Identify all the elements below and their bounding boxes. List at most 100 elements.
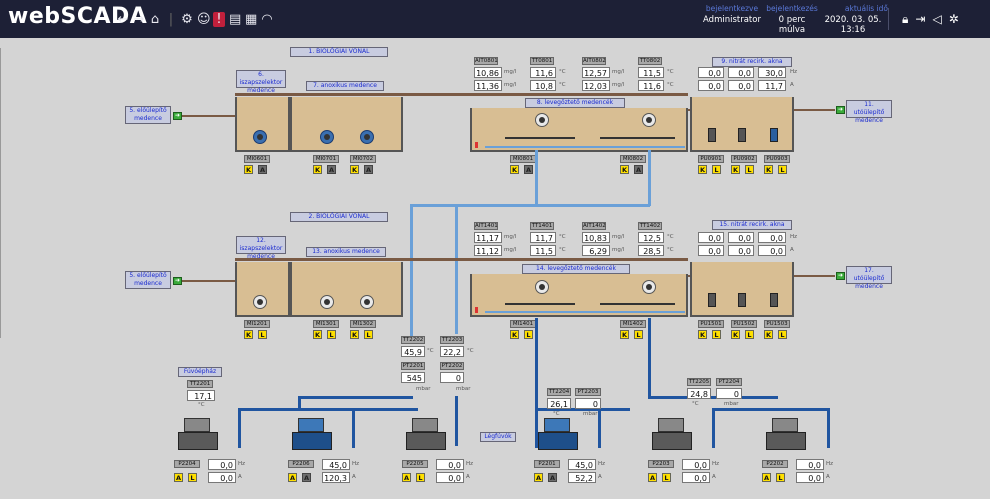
a-mode-button[interactable]: A — [548, 473, 557, 482]
tt0802-tag: TT0802 — [638, 57, 662, 65]
trend-icon[interactable]: ▤ — [229, 12, 242, 27]
l-button[interactable]: L — [745, 165, 754, 174]
a-button[interactable]: A — [762, 473, 771, 482]
inlet-pipe-2 — [182, 280, 235, 282]
l-button[interactable]: L — [327, 330, 336, 339]
nitrat9-a-3: 11,7 — [758, 80, 786, 91]
tt2203-value: 22,2 — [440, 346, 464, 357]
a-mode-button[interactable]: A — [302, 473, 311, 482]
mixer-icon[interactable] — [360, 130, 374, 144]
users-icon[interactable]: ☺ — [197, 12, 211, 27]
l-button[interactable]: L — [778, 165, 787, 174]
l-button[interactable]: L — [712, 165, 721, 174]
k-button[interactable]: K — [313, 330, 322, 339]
l-button[interactable]: L — [778, 330, 787, 339]
a-button[interactable]: A — [174, 473, 183, 482]
ait1401-value: 11,17 — [474, 232, 502, 243]
mixer-icon[interactable] — [320, 130, 334, 144]
k-button[interactable]: K — [510, 330, 519, 339]
blower-icon[interactable] — [766, 418, 806, 450]
mixer-icon[interactable] — [535, 113, 549, 127]
k-button[interactable]: K — [764, 330, 773, 339]
home-icon[interactable]: ⌂ — [150, 12, 160, 27]
network-icon[interactable]: ⚙ — [181, 12, 193, 27]
mixer-icon[interactable] — [320, 295, 334, 309]
wifi-icon[interactable]: ◠ — [261, 12, 273, 27]
a-button[interactable]: A — [364, 165, 373, 174]
pump-icon[interactable] — [738, 293, 746, 307]
k-button[interactable]: K — [244, 330, 253, 339]
pump-icon[interactable] — [738, 128, 746, 142]
ait0801-value: 10,86 — [474, 67, 502, 78]
l-button[interactable]: L — [416, 473, 425, 482]
a-button[interactable]: A — [524, 165, 533, 174]
sound-icon[interactable]: ◁ — [932, 12, 942, 26]
a-button[interactable]: A — [648, 473, 657, 482]
a-button[interactable]: A — [258, 165, 267, 174]
k-button[interactable]: K — [244, 165, 253, 174]
nitrat9-a-2: 0,0 — [728, 80, 754, 91]
nitrat15-a-1: 0,0 — [698, 245, 724, 256]
k-button[interactable]: K — [764, 165, 773, 174]
l-button[interactable]: L — [188, 473, 197, 482]
l-button[interactable]: L — [524, 330, 533, 339]
a-button[interactable]: A — [327, 165, 336, 174]
pump-icon[interactable] — [708, 128, 716, 142]
forward-icon[interactable]: → — [133, 12, 145, 27]
a-button[interactable]: A — [288, 473, 297, 482]
lock-icon[interactable]: 🔒︎ — [902, 12, 909, 26]
k-button[interactable]: K — [350, 330, 359, 339]
settings-icon[interactable]: ✲ — [948, 12, 959, 26]
pump-icon[interactable] — [770, 293, 778, 307]
tt1402-value2: 28,5 — [638, 245, 664, 256]
k-button[interactable]: K — [698, 165, 707, 174]
blower-icon[interactable] — [652, 418, 692, 450]
a-button[interactable]: A — [534, 473, 543, 482]
back-icon[interactable]: ← — [117, 12, 129, 27]
blower-pipe — [238, 408, 241, 448]
tank-anox7 — [290, 97, 403, 152]
report-icon[interactable]: ▦ — [245, 12, 258, 27]
mixer-icon[interactable] — [253, 130, 267, 144]
k-button[interactable]: K — [731, 330, 740, 339]
mixer-icon[interactable] — [535, 280, 549, 294]
nitrat9-hz-1: 0,0 — [698, 67, 724, 78]
l-button[interactable]: L — [745, 330, 754, 339]
pump-icon[interactable] — [770, 128, 778, 142]
a-button[interactable]: A — [402, 473, 411, 482]
l-button[interactable]: L — [258, 330, 267, 339]
blower-pipe — [298, 396, 413, 399]
blower-icon[interactable] — [538, 418, 578, 450]
pump-tag: PU1503 — [764, 320, 790, 328]
blower-icon[interactable] — [178, 418, 218, 450]
l-button[interactable]: L — [634, 330, 643, 339]
k-button[interactable]: K — [510, 165, 519, 174]
mixer-icon[interactable] — [253, 295, 267, 309]
mixer-icon[interactable] — [642, 113, 656, 127]
k-button[interactable]: K — [731, 165, 740, 174]
k-button[interactable]: K — [620, 165, 629, 174]
pt2203-value: 0 — [575, 398, 601, 409]
inlet5a-label: 5. előülepítő medence — [125, 106, 171, 124]
tt2204-tag: TT2204 — [547, 388, 571, 396]
a-button[interactable]: A — [634, 165, 643, 174]
pump-tag: PU0902 — [731, 155, 757, 163]
k-button[interactable]: K — [620, 330, 629, 339]
pump-icon[interactable] — [708, 293, 716, 307]
alarm-icon[interactable]: ! — [213, 12, 225, 27]
blower-icon[interactable] — [292, 418, 332, 450]
l-button[interactable]: L — [712, 330, 721, 339]
blower-icon[interactable] — [406, 418, 446, 450]
blowerhouse-label: Fúvóépház — [178, 367, 222, 377]
tt0801-value2: 10,8 — [530, 80, 556, 91]
mixer-icon[interactable] — [642, 280, 656, 294]
l-button[interactable]: L — [776, 473, 785, 482]
k-button[interactable]: K — [313, 165, 322, 174]
k-button[interactable]: K — [350, 165, 359, 174]
l-button[interactable]: L — [662, 473, 671, 482]
l-button[interactable]: L — [364, 330, 373, 339]
k-button[interactable]: K — [698, 330, 707, 339]
air-pipe — [410, 204, 650, 207]
mixer-icon[interactable] — [360, 295, 374, 309]
logout-icon[interactable]: ⇥ — [915, 12, 926, 26]
